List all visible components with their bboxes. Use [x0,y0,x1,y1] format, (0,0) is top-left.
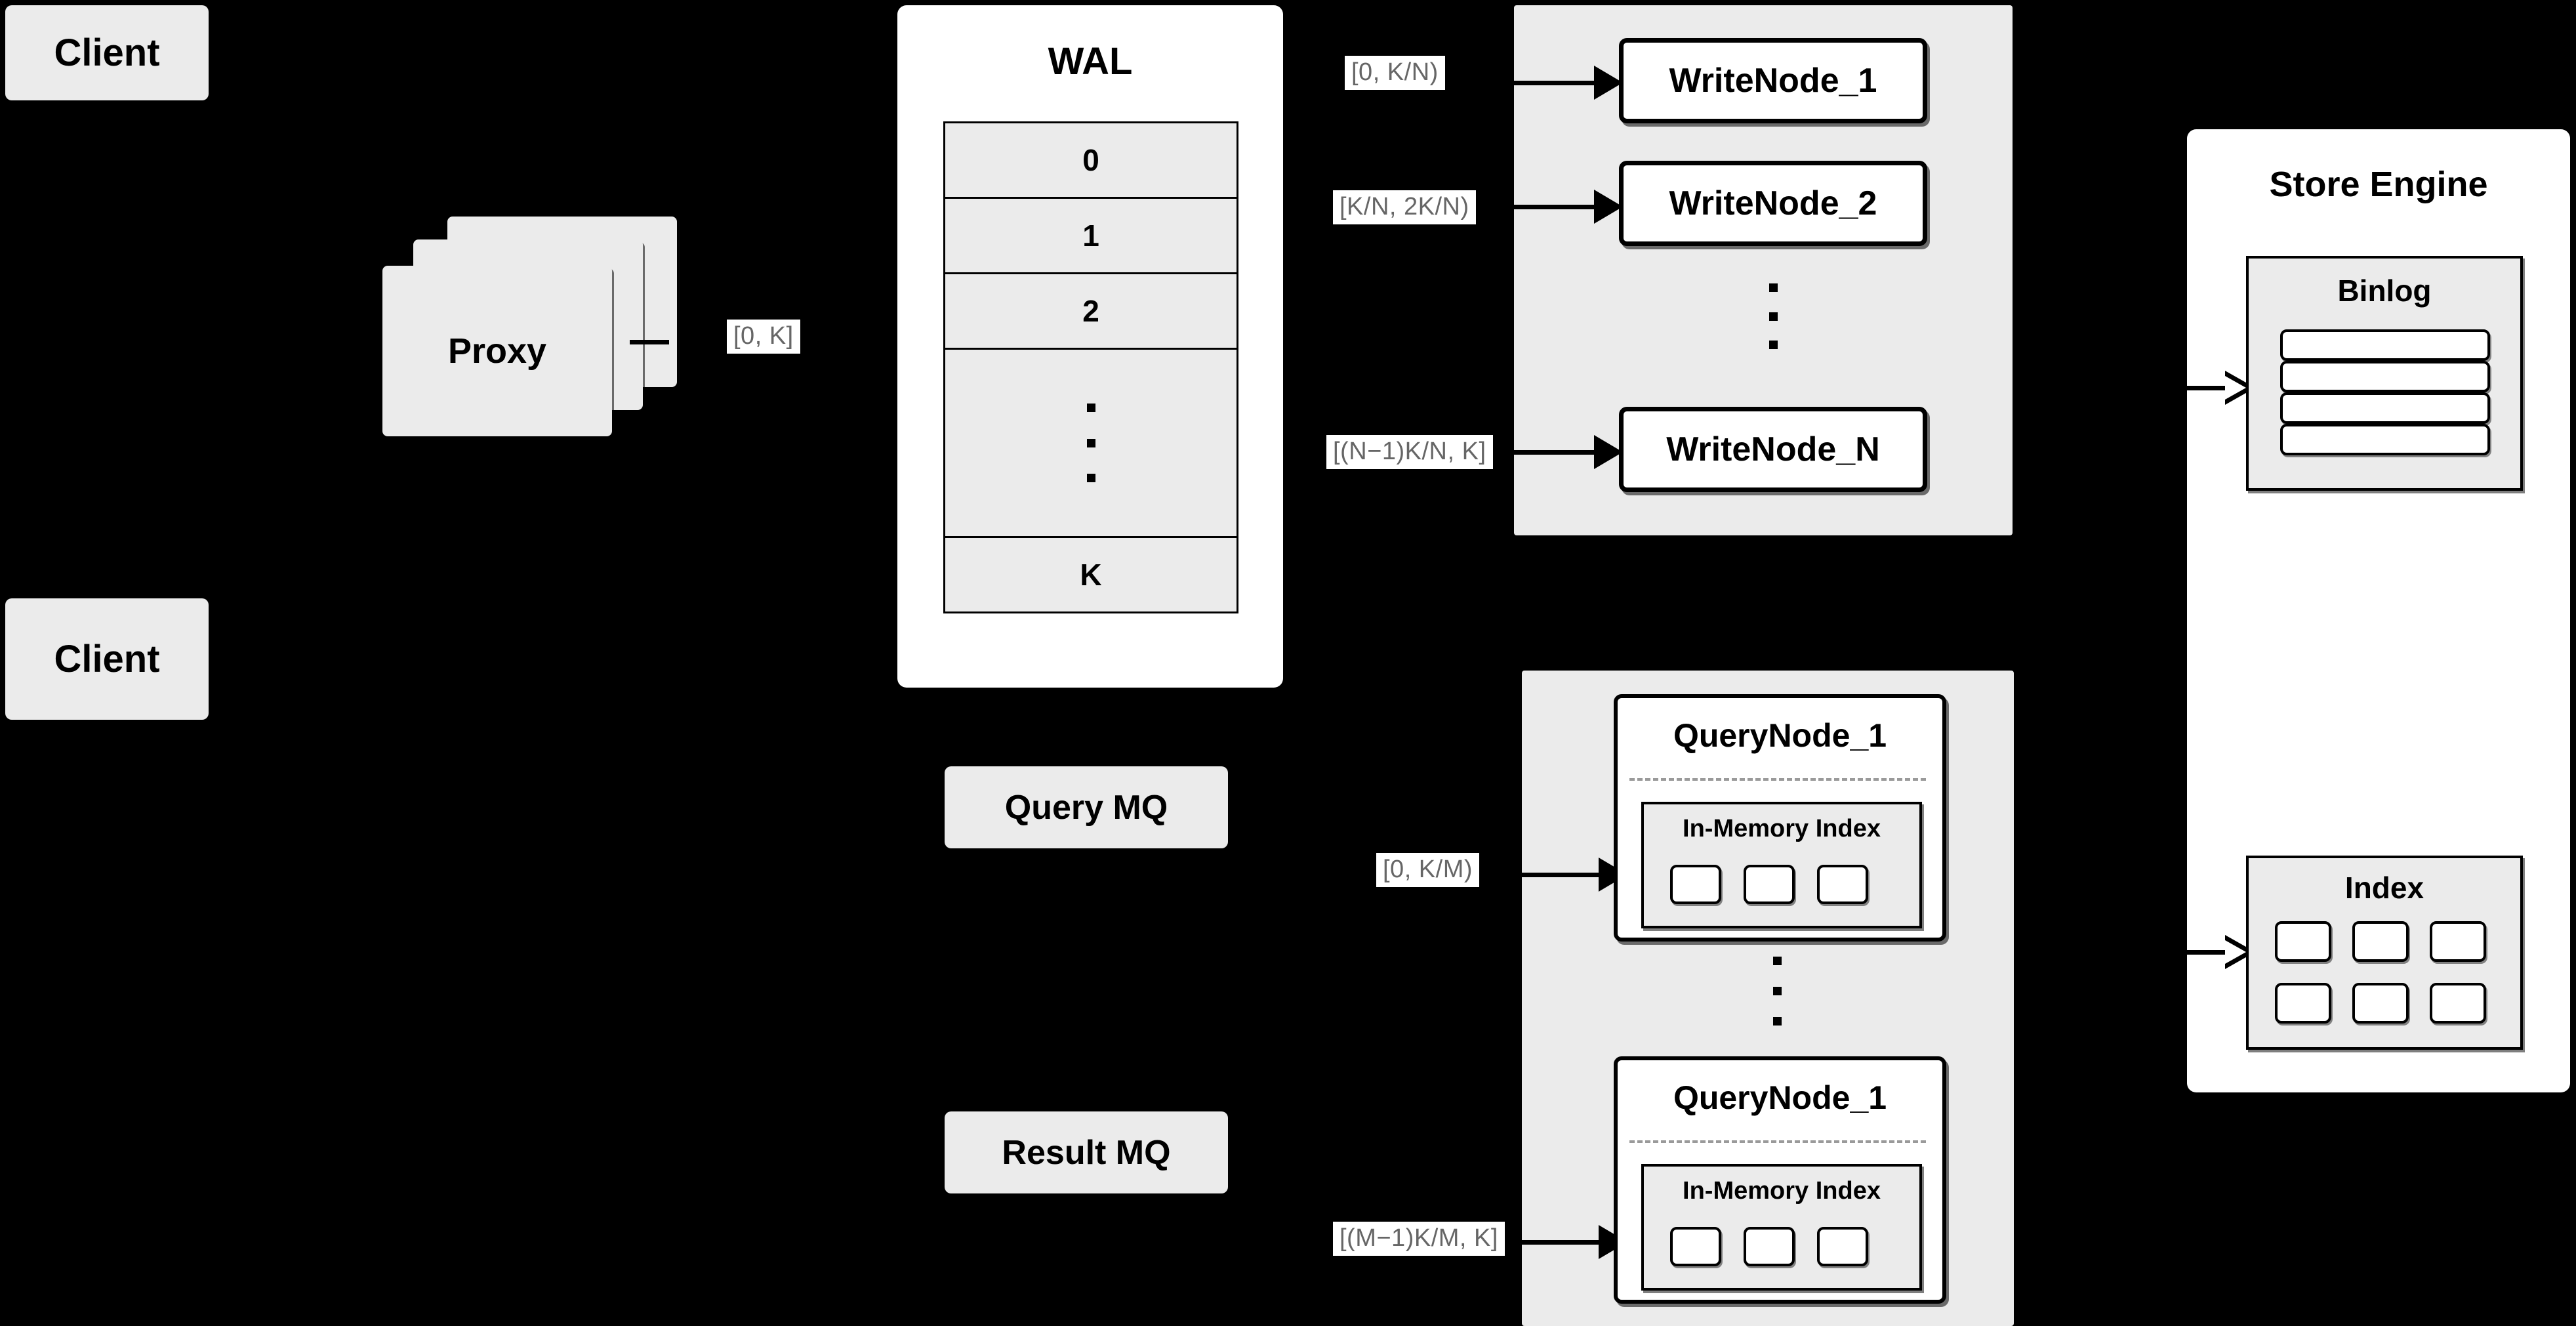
edge-label-proxy-to-wal: [0, K] [727,320,800,354]
binlog-row[interactable] [2280,329,2490,361]
store-engine-title: Store Engine [2269,165,2488,204]
index-slot[interactable] [2352,983,2409,1024]
wal-row-list: 0 1 2 K [943,121,1238,627]
client-box-1[interactable]: Client [5,5,209,100]
index-slot[interactable] [2352,921,2409,962]
query-node-1-in-memory-index[interactable]: In-Memory Index [1641,802,1922,928]
index-slot[interactable] [2275,921,2331,962]
client-label-1: Client [54,31,160,74]
arrow-head-write-node-1 [1594,66,1623,100]
index-slot[interactable] [1817,1227,1868,1266]
index-slot[interactable] [1744,865,1795,904]
arrow-shaft-write-node-2 [1514,205,1596,209]
edge-label-query-node-1: [0, K/M) [1376,853,1480,887]
wal-row[interactable]: 2 [943,272,1238,350]
wal-row[interactable]: K [943,536,1238,613]
query-node-2-title: QueryNode_1 [1673,1079,1887,1116]
client-label-2: Client [54,638,160,680]
index-slot[interactable] [1744,1227,1795,1266]
result-mq-box[interactable]: Result MQ [945,1111,1228,1193]
index-box[interactable]: Index [2246,856,2523,1050]
index-slot[interactable] [1670,865,1721,904]
query-node-1-title: QueryNode_1 [1673,717,1887,754]
write-node-1[interactable]: WriteNode_1 [1619,38,1927,123]
binlog-title: Binlog [2337,274,2432,308]
index-slot[interactable] [2430,921,2486,962]
query-node-1-in-memory-index-title: In-Memory Index [1683,815,1881,842]
arrow-head-store-binlog [2225,371,2255,405]
write-node-2-label: WriteNode_2 [1669,184,1877,222]
index-slot[interactable] [1817,865,1868,904]
wal-row[interactable]: 0 [943,121,1238,199]
wal-row-ellipsis [943,348,1238,538]
binlog-row[interactable] [2280,361,2490,392]
index-slot[interactable] [2275,983,2331,1024]
query-mq-box[interactable]: Query MQ [945,766,1228,848]
edge-label-write-node-2: [K/N, 2K/N) [1333,190,1476,224]
write-node-n[interactable]: WriteNode_N [1619,407,1927,492]
proxy-label: Proxy [447,331,547,371]
query-node-1-divider [1629,778,1926,781]
query-node-2[interactable]: QueryNode_1 In-Memory Index [1614,1056,1946,1304]
query-mq-label: Query MQ [1004,788,1168,827]
arrow-shaft-query-node-m [1522,1240,1601,1245]
proxy-to-wal-connector [630,340,669,344]
wal-title: WAL [1048,40,1133,83]
arrow-shaft-query-node-1 [1522,873,1601,877]
binlog-box[interactable]: Binlog [2246,256,2523,491]
client-box-2[interactable]: Client [5,598,209,720]
arrow-shaft-store-binlog [2187,386,2226,390]
edge-label-write-node-n: [(N−1)K/N, K] [1326,435,1493,469]
write-node-1-label: WriteNode_1 [1669,62,1877,100]
index-slot[interactable] [2430,983,2486,1024]
arrow-shaft-write-node-1 [1514,81,1596,85]
query-node-2-in-memory-index-title: In-Memory Index [1683,1177,1881,1205]
wal-row[interactable]: 1 [943,197,1238,274]
arrow-shaft-write-node-n [1514,450,1596,455]
write-node-2[interactable]: WriteNode_2 [1619,161,1927,246]
query-node-2-divider [1629,1140,1926,1143]
write-node-vertical-ellipsis-icon [1769,283,1778,349]
arrow-head-write-node-n [1594,435,1623,469]
edge-label-write-node-1: [0, K/N) [1345,56,1445,90]
arrow-shaft-store-index [2187,950,2226,955]
query-node-2-in-memory-index[interactable]: In-Memory Index [1641,1164,1922,1291]
wal-vertical-ellipsis-icon [1086,404,1095,482]
query-node-vertical-ellipsis-icon [1773,957,1782,1026]
binlog-row[interactable] [2280,392,2490,424]
index-title: Index [2344,871,2424,905]
binlog-row[interactable] [2280,424,2490,455]
arrow-head-write-node-2 [1594,190,1623,224]
proxy-card-front[interactable]: Proxy [382,266,612,436]
result-mq-label: Result MQ [1002,1133,1171,1172]
edge-label-query-node-m: [(M−1)K/M, K] [1333,1222,1505,1256]
index-slot[interactable] [1670,1227,1721,1266]
write-node-n-label: WriteNode_N [1666,430,1880,468]
query-node-1[interactable]: QueryNode_1 In-Memory Index [1614,694,1946,942]
